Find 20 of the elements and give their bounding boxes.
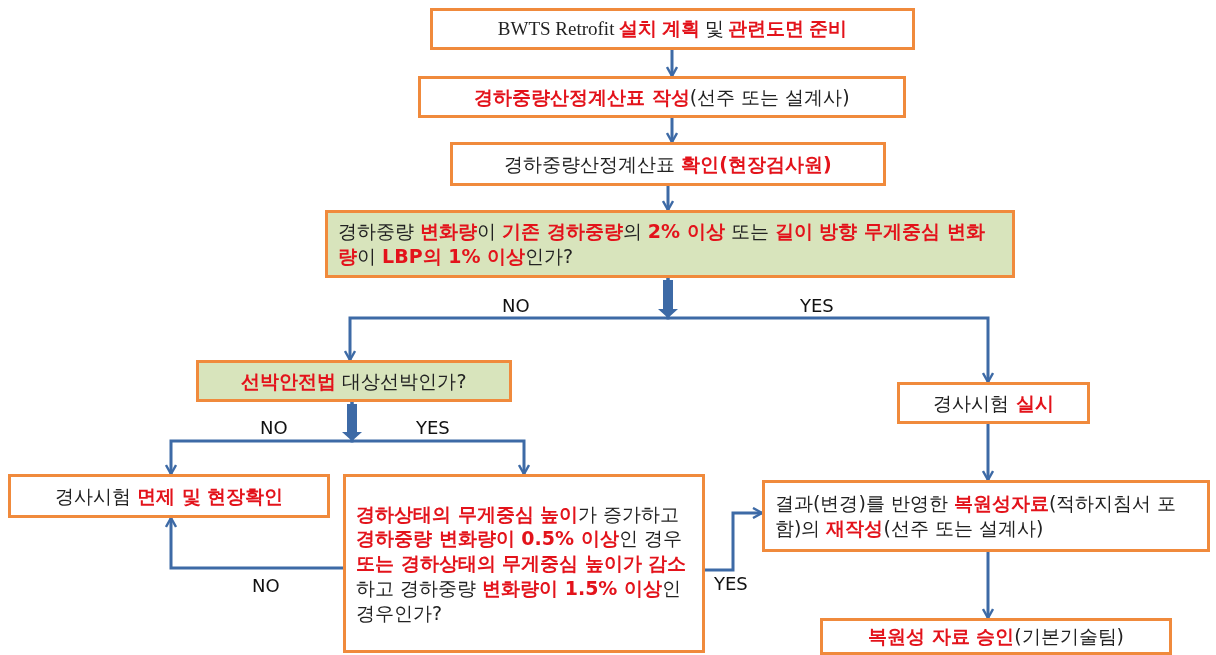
process-box: 경사시험 면제 및 현장확인: [8, 474, 330, 518]
arrow: [665, 118, 679, 144]
process-box: 경사시험 실시: [897, 382, 1090, 424]
arrow: [981, 552, 995, 620]
process-box: 결과(변경)를 반영한 복원성자료(적하지침서 포함)의 재작성(선주 또는 설계사): [762, 480, 1210, 552]
arrow: [658, 280, 678, 318]
decision-box: 경하중량 변화량이 기존 경하중량의 2% 이상 또는 길이 방향 무게중심 변화량이 LBP의 1% 이상인가?: [325, 210, 1015, 278]
decision-box: 선박안전법 대상선박인가?: [196, 360, 512, 402]
process-box: 경하중량산정계산표 작성(선주 또는 설계사): [418, 76, 906, 118]
arrow: [342, 404, 362, 441]
arrow: [666, 278, 995, 384]
process-box: BWTS Retrofit 설치 계획 및 관련도면 준비: [430, 8, 915, 50]
arrow: [665, 50, 679, 78]
arrow: [164, 516, 343, 570]
process-box: 경하중량산정계산표 확인(현장검사원): [450, 142, 886, 186]
arrow: [661, 186, 675, 212]
arrow: [705, 506, 764, 572]
arrow: [981, 424, 995, 482]
decision-box: 경하상태의 무게중심 높이가 증가하고 경하중량 변화량이 0.5% 이상인 경우 또는 경하상태의 무게중심 높이가 감소하고 경하중량 변화량이 1.5% 이상인 경우인가?: [343, 474, 705, 653]
process-box: 복원성 자료 승인(기본기술팀): [820, 618, 1172, 655]
